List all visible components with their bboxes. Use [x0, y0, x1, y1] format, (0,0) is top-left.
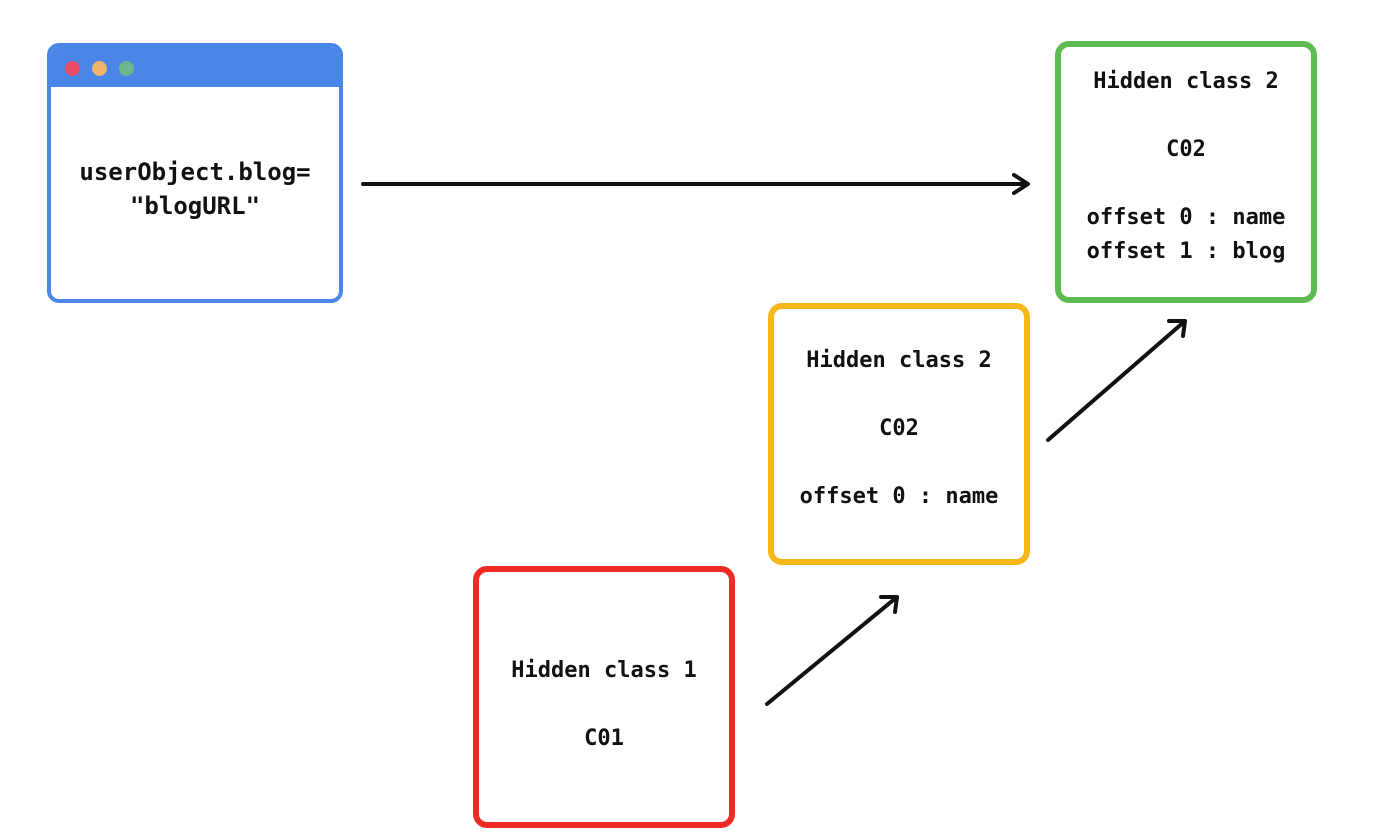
final-class-id: C02 [1166, 137, 1206, 162]
code-line-2: "blogURL" [129, 192, 261, 220]
code-snippet: userObject.blog= "blogURL" [51, 155, 339, 223]
maximize-dot-icon [119, 61, 134, 76]
hidden-class-1-id: C01 [584, 726, 624, 751]
window-titlebar [51, 47, 339, 87]
hidden-class-2-title: Hidden class 2 [806, 348, 992, 373]
arrow-c01-to-c02 [765, 595, 899, 706]
hidden-class-1-box: Hidden class 1 C01 [473, 566, 735, 828]
final-class-offset-0: offset 0 : name [1086, 205, 1286, 230]
minimize-dot-icon [92, 61, 107, 76]
code-window: userObject.blog= "blogURL" [47, 43, 343, 303]
hidden-class-2-offset-0: offset 0 : name [799, 484, 999, 509]
close-dot-icon [65, 61, 80, 76]
hidden-class-1-title: Hidden class 1 [511, 658, 697, 683]
hidden-class-2-final-box: Hidden class 2 C02 offset 0 : name offse… [1055, 41, 1317, 303]
final-class-offset-1: offset 1 : blog [1086, 239, 1286, 264]
code-line-1: userObject.blog= [79, 158, 311, 186]
final-class-title: Hidden class 2 [1093, 69, 1279, 94]
hidden-class-2-box: Hidden class 2 C02 offset 0 : name [768, 303, 1030, 565]
hidden-class-2-id: C02 [879, 416, 919, 441]
arrow-code-to-final-class [361, 173, 1030, 195]
arrow-c02-to-final-class [1046, 319, 1187, 442]
